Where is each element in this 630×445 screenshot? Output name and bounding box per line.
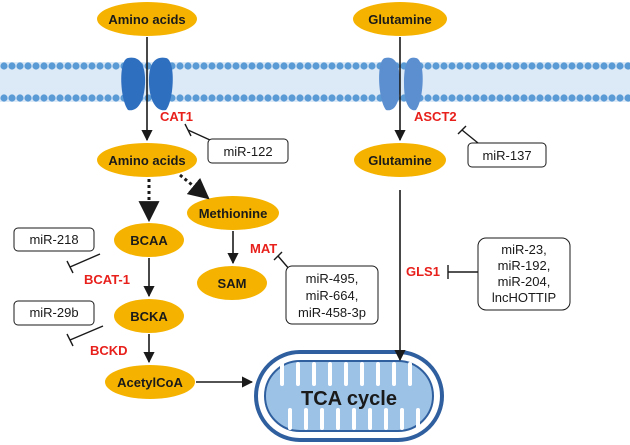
node-amino-acids-mid: Amino acids — [97, 143, 197, 177]
node-acetylcoa: AcetylCoA — [105, 365, 195, 399]
inhibit-mir29b-bckd — [69, 325, 104, 341]
inhibit-mir218-bcat1 — [69, 253, 101, 268]
enzyme-mat: MAT — [250, 241, 277, 256]
regulator-box-mir29b: miR-29b — [13, 300, 95, 326]
regulator-mir495-label: miR-495, — [306, 271, 359, 286]
node-glutamine-mid-label: Glutamine — [368, 153, 432, 168]
node-acetylcoa-label: AcetylCoA — [117, 375, 183, 390]
regulator-mir23-label: miR-23, — [501, 242, 547, 257]
node-glutamine-mid: Glutamine — [354, 143, 446, 177]
regulator-box-mir122: miR-122 — [207, 138, 289, 164]
node-bcka-label: BCKA — [130, 309, 168, 324]
mitochondrion-icon: TCA cycle — [254, 350, 444, 442]
node-amino-acids-top: Amino acids — [97, 2, 197, 36]
cell-membrane — [0, 62, 630, 102]
node-methionine-label: Methionine — [199, 206, 268, 221]
regulator-mir664-label: miR-664, — [306, 288, 359, 303]
node-sam-label: SAM — [218, 276, 247, 291]
regulator-mir192-label: miR-192, — [498, 258, 551, 273]
regulator-box-mir137: miR-137 — [467, 142, 547, 168]
node-glutamine-top: Glutamine — [353, 2, 447, 36]
regulator-lnchottip-label: lncHOTTIP — [492, 290, 556, 305]
node-methionine: Methionine — [187, 196, 279, 230]
node-amino-acids-top-label: Amino acids — [108, 12, 185, 27]
node-bcaa-label: BCAA — [130, 233, 168, 248]
enzyme-gls1: GLS1 — [406, 264, 440, 279]
regulator-mir218-label: miR-218 — [29, 232, 78, 247]
regulator-mir29b-label: miR-29b — [29, 305, 78, 320]
regulator-box-mat-group: miR-495, miR-664, miR-458-3p — [285, 265, 379, 325]
arrow-to-methionine — [179, 173, 210, 200]
enzyme-cat1: CAT1 — [160, 109, 193, 124]
node-sam: SAM — [197, 266, 267, 300]
enzyme-bckd: BCKD — [90, 343, 128, 358]
inhibit-mir137-asct2 — [461, 129, 479, 144]
inhibition-lines — [66, 123, 479, 347]
cat1-transporter-icon — [121, 57, 173, 111]
tca-cycle-label: TCA cycle — [301, 388, 397, 410]
node-amino-acids-mid-label: Amino acids — [108, 153, 185, 168]
node-bcka: BCKA — [114, 299, 184, 333]
regulator-box-mir218: miR-218 — [13, 227, 95, 252]
enzyme-bcat1: BCAT-1 — [84, 272, 130, 287]
inhibit-mir122-cat1 — [187, 129, 211, 141]
regulator-mir458-label: miR-458-3p — [298, 305, 366, 320]
asct2-transporter-icon — [379, 57, 423, 111]
regulator-mir122-label: miR-122 — [223, 144, 272, 159]
node-glutamine-top-label: Glutamine — [368, 12, 432, 27]
regulator-mir204-label: miR-204, — [498, 274, 551, 289]
pathway-arrows — [138, 37, 406, 388]
node-bcaa: BCAA — [114, 223, 184, 257]
regulator-mir137-label: miR-137 — [482, 148, 531, 163]
enzyme-asct2: ASCT2 — [414, 109, 457, 124]
regulator-box-gls1-group: miR-23, miR-192, miR-204, lncHOTTIP — [477, 237, 571, 311]
